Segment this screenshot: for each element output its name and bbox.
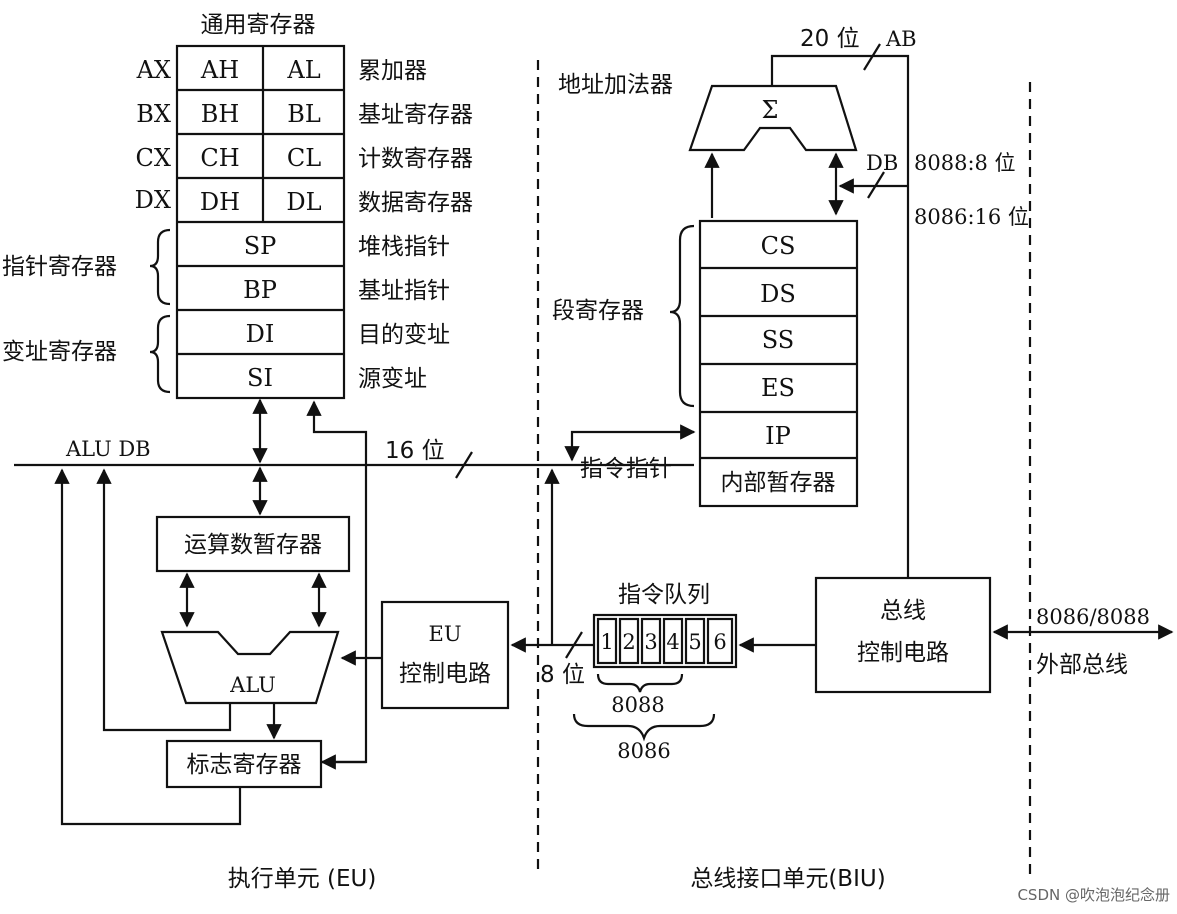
alu-bus-label: ALU DB	[65, 437, 151, 461]
alu-bus-slash	[455, 451, 473, 479]
db-slash	[867, 171, 885, 199]
queue-brace-8086	[572, 713, 716, 742]
bus-control-circuit	[814, 576, 992, 694]
pointer-group-label: 指针寄存器	[2, 254, 117, 280]
flags-register-label: 标志寄存器	[187, 752, 302, 778]
pointer-group-brace	[149, 228, 171, 306]
register-bp-desc: 基址指针	[358, 278, 450, 304]
queue-cell-4: 4	[666, 630, 679, 654]
register-ah-cell: AH	[200, 56, 239, 84]
register-bp-cell: BP	[243, 276, 277, 304]
address-adder-label: 地址加法器	[558, 72, 673, 98]
queue-cell-3: 3	[644, 630, 657, 654]
segment-group-label: 段寄存器	[552, 298, 644, 324]
segment-cs-cell: CS	[761, 232, 796, 260]
register-bh-cell: BH	[201, 100, 240, 128]
eu-section-caption: 执行单元 (EU)	[228, 866, 377, 892]
register-bl-cell: BL	[287, 100, 321, 128]
address-adder-unit	[688, 84, 858, 152]
register-di-desc: 目的变址	[358, 322, 450, 348]
bus-to-ip-path	[564, 424, 696, 462]
register-sp-desc: 堆栈指针	[358, 234, 450, 260]
data-bus-8086-note: 8086:16 位	[914, 205, 1029, 229]
address-bus-name: AB	[885, 27, 917, 51]
ip-label: 指令指针	[580, 456, 672, 482]
alu-bus-width: 16 位	[385, 438, 445, 464]
biu-section-caption: 总线接口单元(BIU)	[690, 866, 885, 892]
queue-brace-8088-label: 8088	[611, 693, 664, 717]
eu-control-line1: EU	[428, 622, 461, 646]
register-sp-cell: SP	[244, 232, 277, 260]
eu-control-circuit	[380, 600, 510, 710]
address-bus-width: 20 位	[800, 26, 860, 52]
register-cx-desc: 计数寄存器	[358, 146, 473, 172]
adder-to-ab-path	[770, 54, 910, 578]
bus-control-line1: 总线	[880, 598, 926, 624]
segment-group-brace	[669, 224, 695, 408]
internal-temp-register: 内部暂存器	[721, 470, 836, 496]
ab-slash	[863, 43, 881, 71]
register-cx-name: CX	[136, 144, 171, 172]
bus-control-line2: 控制电路	[857, 640, 949, 666]
index-group-brace	[149, 314, 171, 394]
general-register-block	[175, 44, 346, 400]
queue-cell-5: 5	[688, 630, 701, 654]
segment-ss-cell: SS	[762, 326, 794, 354]
segment-es-cell: ES	[761, 374, 795, 402]
address-adder-symbol: Σ	[762, 96, 779, 124]
register-dl-cell: DL	[286, 188, 321, 216]
register-di-cell: DI	[246, 320, 275, 348]
queue-title: 指令队列	[618, 582, 710, 608]
data-bus-8088-note: 8088:8 位	[914, 151, 1016, 175]
register-dx-desc: 数据寄存器	[358, 190, 473, 216]
register-dx-name: DX	[135, 186, 171, 214]
register-si-desc: 源变址	[358, 366, 427, 392]
register-dh-cell: DH	[200, 188, 240, 216]
external-bus-line2: 外部总线	[1036, 652, 1128, 678]
register-al-cell: AL	[286, 56, 320, 84]
ip-register-cell: IP	[765, 422, 791, 450]
queue-brace-8086-label: 8086	[617, 739, 670, 763]
queue-eu-slash	[565, 631, 583, 659]
eu-control-line2: 控制电路	[399, 661, 491, 687]
queue-brace-8088	[596, 673, 684, 693]
external-bus-line1: 8086/8088	[1036, 605, 1150, 629]
queue-cell-2: 2	[622, 630, 635, 654]
operand-temp-register	[155, 515, 351, 573]
eight-bit-label: 8 位	[540, 662, 585, 688]
alu-label: ALU	[229, 673, 276, 697]
register-bx-desc: 基址寄存器	[358, 102, 473, 128]
segment-ds-cell: DS	[760, 280, 796, 308]
data-bus-name: DB	[866, 151, 898, 175]
general-registers-title: 通用寄存器	[201, 12, 316, 38]
register-ch-cell: CH	[200, 144, 239, 172]
alu-to-bus-path	[96, 468, 232, 732]
register-si-cell: SI	[247, 364, 273, 392]
index-group-label: 变址寄存器	[2, 339, 117, 365]
instruction-queue	[592, 613, 738, 669]
queue-cell-6: 6	[713, 630, 726, 654]
flags-to-regfile-path	[306, 400, 368, 764]
queue-cell-1: 1	[600, 630, 613, 654]
watermark: CSDN @吹泡泡纪念册	[1017, 886, 1170, 904]
operand-temp-label: 运算数暂存器	[184, 532, 322, 558]
register-bx-name: BX	[136, 100, 171, 128]
flags-to-bus-path	[54, 468, 242, 826]
segment-register-block	[698, 219, 859, 508]
register-ax-desc: 累加器	[358, 58, 427, 84]
register-ax-name: AX	[136, 56, 171, 84]
register-cl-cell: CL	[287, 144, 321, 172]
flags-register	[165, 739, 323, 789]
